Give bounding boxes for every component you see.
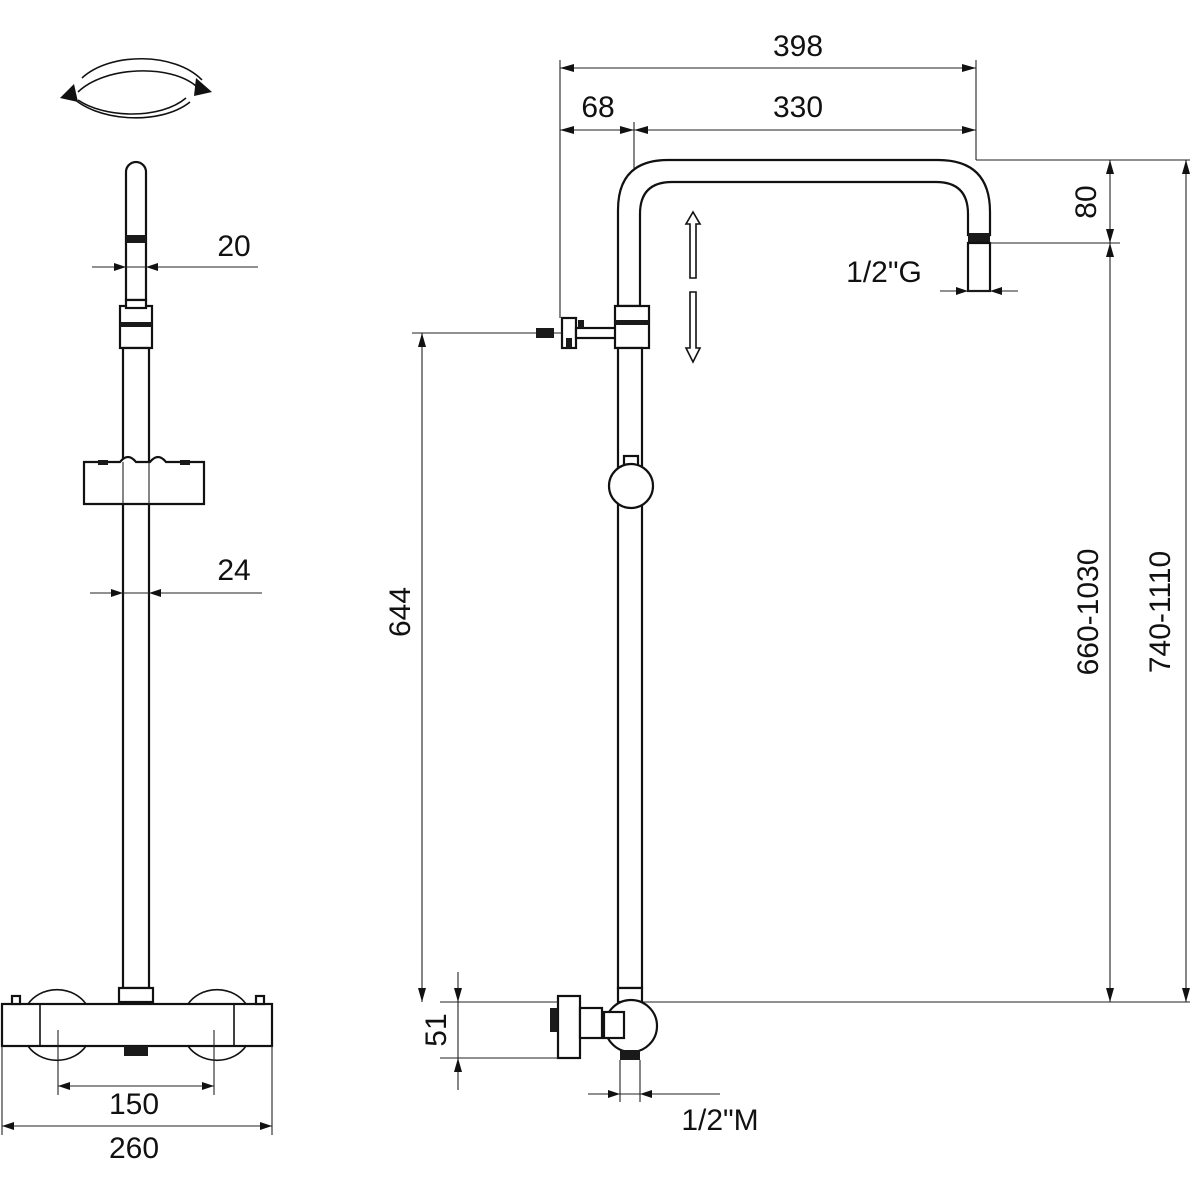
dim-height-total: 740-1110 [1144, 160, 1190, 1002]
dim-outlet-thread-label: 1/2"M [681, 1104, 758, 1137]
dim-overall-width: 398 [559, 30, 977, 318]
dim-260-label: 260 [109, 1132, 159, 1165]
dim-offset-row: 68 330 [560, 91, 976, 176]
dim-inlet-height: 644 [384, 332, 500, 1002]
dim-24-label: 24 [217, 554, 250, 587]
side-holder-knob [607, 454, 655, 510]
dim-330-label: 330 [773, 91, 823, 124]
handshower-holder [82, 455, 206, 506]
front-view: 20 24 1 [0, 57, 274, 1165]
thermostat-body [0, 986, 274, 1062]
shower-arm [616, 158, 992, 308]
dim-pipe-lower: 24 [90, 554, 262, 597]
dim-660-1030-label: 660-1030 [1072, 549, 1105, 676]
lower-pipe [121, 346, 151, 990]
dim-pipe-upper: 20 [92, 230, 258, 271]
dim-body-height: 51 [420, 972, 558, 1090]
dim-68-label: 68 [581, 91, 614, 124]
dim-centers: 150 [57, 1030, 215, 1121]
dim-head-thread: 1/2"G [846, 256, 1018, 295]
dim-740-1110-label: 740-1110 [1144, 551, 1177, 673]
side-coupling [613, 304, 651, 350]
dim-head-thread-label: 1/2"G [846, 256, 922, 289]
side-view: 398 68 330 [384, 30, 1190, 1137]
side-riser [616, 346, 644, 990]
dim-height-adjust: 660-1030 [642, 243, 1190, 1003]
wall-bracket [500, 316, 620, 350]
dim-body-width: 260 [1, 1046, 273, 1165]
dim-150-label: 150 [109, 1088, 159, 1121]
dim-644-label: 644 [384, 587, 417, 637]
up-down-arrow-icon [684, 210, 702, 364]
rotate-arrows-icon [60, 57, 212, 119]
dim-20-label: 20 [217, 230, 250, 263]
dim-51-label: 51 [420, 1013, 453, 1046]
dim-80-label: 80 [1070, 185, 1103, 218]
dim-outlet-thread: 1/2"M [588, 1060, 759, 1137]
dim-arm-drop: 80 [976, 159, 1190, 244]
dim-398-label: 398 [773, 30, 823, 63]
side-thermostat-body [550, 986, 659, 1060]
upper-slide-pipe [124, 160, 148, 302]
